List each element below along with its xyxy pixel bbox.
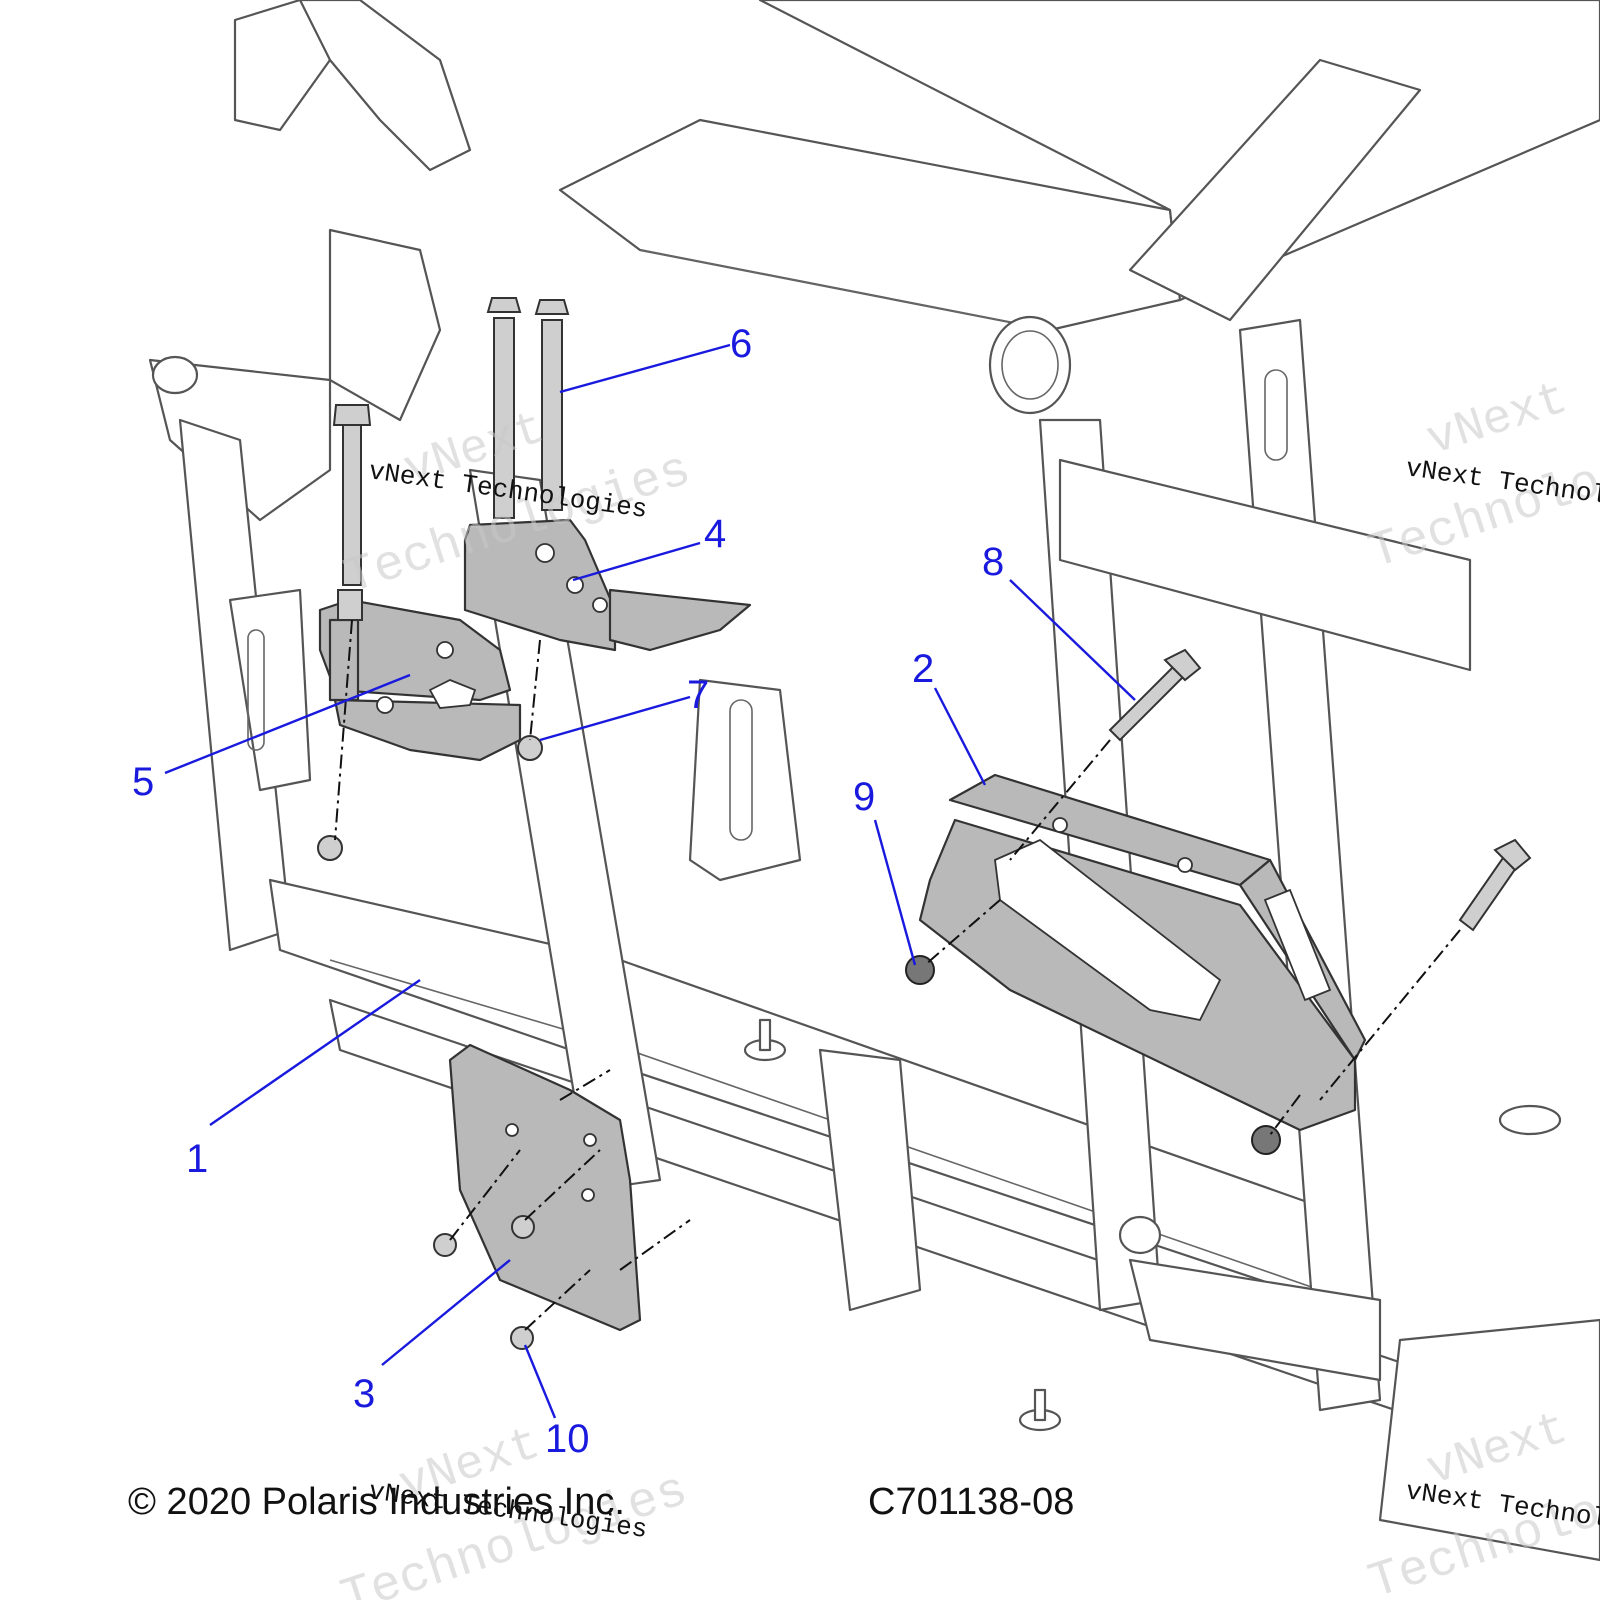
- leader-7: [539, 695, 691, 742]
- leader-4: [572, 541, 701, 582]
- part-5-lower-bracket: [318, 598, 522, 762]
- bolt-8b: [1458, 838, 1532, 932]
- callout-7: 7: [687, 673, 709, 717]
- callout-labels: 1 2 3 4 5 6 7 8 9 10: [132, 322, 1004, 1461]
- part-code: C701138-08: [868, 1481, 1074, 1523]
- callout-4: 4: [704, 512, 726, 556]
- callout-9: 9: [853, 775, 875, 819]
- leader-6: [559, 343, 731, 394]
- copyright-text: © 2020 Polaris Industries Inc.: [128, 1481, 625, 1523]
- part-2-mount-bracket: [918, 773, 1367, 1132]
- leader-9: [873, 819, 917, 966]
- nut-9: [905, 955, 935, 985]
- screw-10c: [510, 1326, 534, 1350]
- nut-left-lower: [317, 835, 343, 861]
- nut-7: [517, 735, 543, 761]
- callout-6: 6: [730, 322, 752, 366]
- hardware-bolts: [317, 297, 1532, 1350]
- leader-8: [1009, 579, 1136, 701]
- callout-10: 10: [545, 1417, 590, 1461]
- part-4-upper-bracket: [463, 518, 752, 652]
- vehicle-frame: [148, 0, 1600, 1562]
- leader-1: [209, 979, 421, 1126]
- bolt-6a: [486, 297, 522, 519]
- leader-2: [933, 687, 987, 786]
- nut-9b: [1251, 1125, 1281, 1155]
- part-3-side-plate: [448, 1043, 642, 1332]
- callout-1: 1: [186, 1137, 208, 1181]
- callout-8: 8: [982, 540, 1004, 584]
- assembly-centerlines: [334, 619, 1461, 1331]
- bolt-8: [1108, 648, 1202, 742]
- diagram-footer: © 2020 Polaris Industries Inc. C701138-0…: [128, 1481, 1074, 1523]
- frame-studs: [743, 1018, 1562, 1432]
- callout-2: 2: [912, 647, 934, 691]
- leader-lines: [164, 343, 1136, 1419]
- watermark-right-line1: vNext: [1421, 372, 1575, 468]
- callout-3: 3: [353, 1372, 375, 1416]
- leader-5: [164, 673, 411, 775]
- screw-10b: [511, 1215, 535, 1239]
- bolt-6b: [534, 299, 570, 511]
- callout-5: 5: [132, 760, 154, 804]
- leader-10: [523, 1344, 557, 1419]
- leader-3: [381, 1259, 511, 1366]
- bolt-left: [332, 404, 372, 621]
